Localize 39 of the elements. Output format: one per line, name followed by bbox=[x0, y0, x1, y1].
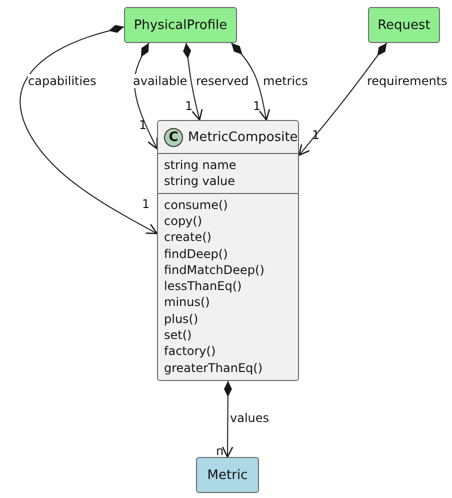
method-text: greaterThanEq() bbox=[164, 360, 263, 376]
multiplicity-label: 1 bbox=[185, 100, 193, 112]
class-name: MetricComposite bbox=[188, 129, 298, 146]
class-box bbox=[124, 7, 237, 43]
method-text: factory() bbox=[164, 343, 216, 360]
edge-label: reserved bbox=[196, 74, 249, 88]
multiplicity-label: 1 bbox=[253, 100, 261, 112]
composition-arrow bbox=[20, 24, 158, 234]
composition-arrow bbox=[298, 42, 388, 156]
class-name: PhysicalProfile bbox=[134, 18, 228, 32]
multiplicity-label: 1 bbox=[142, 198, 150, 210]
method-text: plus() bbox=[164, 310, 198, 327]
method-text: findDeep() bbox=[164, 246, 228, 262]
class-icon: C bbox=[164, 128, 183, 147]
method-text: lessThanEq() bbox=[164, 278, 242, 294]
multiplicity-label: n bbox=[216, 445, 224, 457]
method-text: set() bbox=[164, 327, 192, 343]
composition-arrow bbox=[230, 42, 270, 121]
class-name: Metric bbox=[207, 468, 248, 482]
edge-label: available bbox=[133, 74, 188, 88]
method-text: minus() bbox=[164, 294, 210, 310]
edge-label: metrics bbox=[263, 74, 308, 88]
attribute-text: string name bbox=[164, 157, 236, 173]
composition-arrow bbox=[183, 42, 203, 121]
class-box bbox=[196, 457, 259, 493]
composition-arrow bbox=[134, 42, 158, 150]
multiplicity-label: 1 bbox=[139, 119, 147, 131]
class-box bbox=[368, 7, 440, 43]
composition-arrow bbox=[222, 380, 234, 458]
method-text: consume() bbox=[164, 196, 228, 213]
class-box bbox=[157, 120, 299, 381]
attribute-text: string value bbox=[164, 173, 236, 190]
method-text: findMatchDeep() bbox=[164, 262, 264, 278]
method-text: create() bbox=[164, 229, 212, 246]
class-name: Request bbox=[378, 18, 430, 32]
edge-label: capabilities bbox=[28, 74, 96, 88]
edge-label: requirements bbox=[367, 74, 448, 88]
edge-label: values bbox=[230, 411, 270, 425]
method-text: copy() bbox=[164, 212, 202, 229]
